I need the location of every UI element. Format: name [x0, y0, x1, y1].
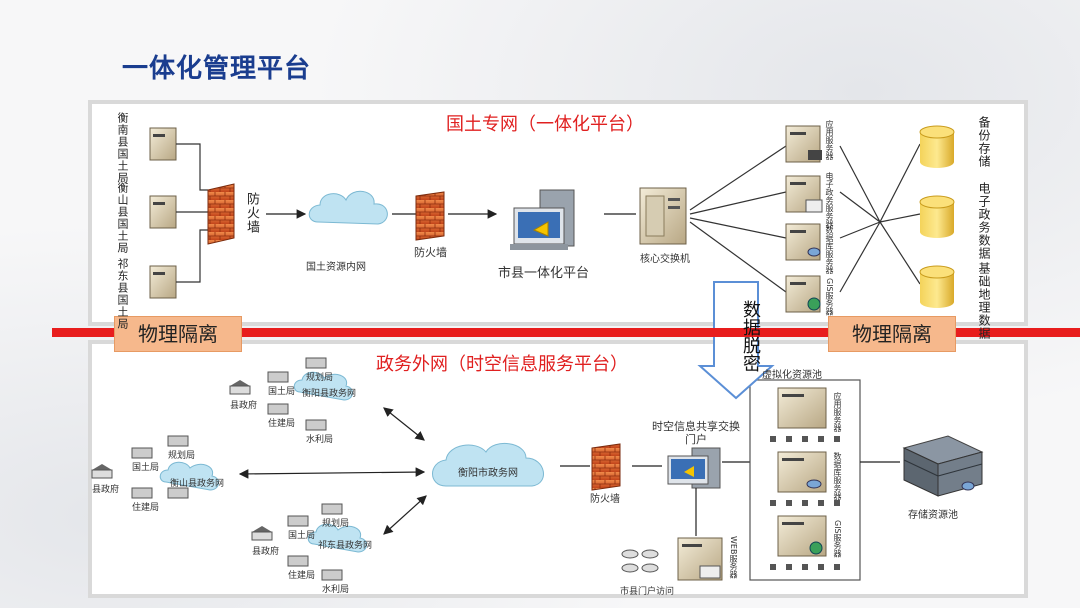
city-gov-cloud-icon [432, 442, 544, 487]
bureau-label-1: 衡南县国土局 [116, 112, 129, 184]
gis-server-icon [785, 275, 821, 313]
cluster-3-icons [251, 503, 367, 581]
county-server-1 [149, 127, 177, 161]
gov-network-title: 政务外网（时空信息服务平台） [376, 354, 628, 375]
cluster-3-item-1: 国土局 [288, 531, 316, 541]
web-server-label: WEB服务器 [729, 536, 738, 579]
cluster-2-item-1: 国土局 [132, 463, 160, 473]
portal-label: 时空信息共享交换门户 [652, 420, 740, 446]
cluster-1-item-3: 住建局 [268, 419, 296, 429]
city-gov-net-label: 衡阳市政务网 [458, 468, 518, 479]
server-label-gis: GIS服务器 [825, 278, 834, 316]
user-devices-icon [621, 549, 659, 573]
land-intranet-label: 国土资源内网 [306, 262, 366, 273]
server-label-app: 应用服务器 [825, 120, 834, 160]
cluster-1-main: 县政府 [230, 401, 258, 411]
cluster-2-item-2: 规划局 [168, 451, 196, 461]
bureau-label-3: 祁东县国土局 [116, 258, 129, 330]
page-title: 一体化管理平台 [122, 54, 312, 84]
storage-label-backup: 备份存储 [977, 116, 991, 168]
land-intranet-cloud-icon [308, 190, 388, 225]
cluster-1-item-1: 国土局 [268, 387, 296, 397]
cluster-2-main: 县政府 [92, 485, 120, 495]
bureau-label-2: 衡山县国土局 [116, 182, 129, 254]
server-label-db: 数据库服务器 [825, 226, 834, 274]
land-network-title: 国土专网（一体化平台） [446, 114, 644, 135]
pool-server-label-db: 数据库服务器 [833, 452, 842, 500]
storage-label-egov: 电子政务数据 [977, 182, 991, 260]
egov-data-storage-icon [919, 195, 955, 238]
web-server-icon [677, 537, 723, 581]
platform-label: 市县一体化平台 [498, 266, 590, 281]
firewall-bottom-icon [591, 443, 621, 491]
firewall-1-label: 防火墙 [244, 192, 259, 234]
desensitize-label: 数据脱密 [740, 300, 761, 372]
cluster-3-main: 县政府 [252, 547, 280, 557]
county-server-3 [149, 265, 177, 299]
firewall-1-icon [207, 183, 235, 245]
cluster-2-item-3: 住建局 [132, 503, 160, 513]
cluster-3-net: 祁东县政务网 [318, 541, 373, 551]
pool-gis-server-icon [770, 515, 840, 570]
core-switch-label: 核心交换机 [640, 254, 690, 265]
cluster-3-item-4: 水利局 [322, 585, 350, 595]
storage-pool-label: 存储资源池 [908, 510, 958, 521]
cluster-1-item-4: 水利局 [306, 435, 334, 445]
storage-pool-icon [902, 435, 984, 497]
firewall-bottom-label: 防火墙 [590, 494, 620, 505]
cluster-2-icons [91, 435, 219, 499]
app-server-icon [785, 125, 822, 163]
firewall-2-icon [415, 191, 445, 241]
cluster-3-item-2: 规划局 [322, 519, 350, 529]
county-server-2 [149, 195, 177, 229]
cluster-2-net: 衡山县政务网 [170, 479, 225, 489]
firewall-2-label: 防火墙 [414, 246, 447, 259]
geo-data-storage-icon [919, 265, 955, 308]
core-switch-icon [639, 187, 687, 245]
cluster-3-item-3: 住建局 [288, 571, 316, 581]
portal-computer-icon [667, 447, 721, 489]
desensitize-arrow-icon [697, 281, 775, 400]
cluster-1-item-2: 规划局 [306, 373, 334, 383]
resource-pool-label: 虚拟化资源池 [762, 370, 822, 381]
pool-db-server-icon [770, 451, 840, 506]
platform-computer-icon [510, 189, 575, 250]
backup-storage-icon [919, 125, 955, 168]
pool-server-label-gis: GIS服务器 [833, 520, 842, 558]
isolation-label-left: 物理隔离 [114, 316, 242, 352]
isolation-label-right: 物理隔离 [828, 316, 956, 352]
pool-server-label-app: 应用服务器 [833, 392, 842, 432]
pool-app-server-icon [770, 387, 840, 442]
land-network-panel [88, 100, 1028, 326]
cluster-1-icons [229, 357, 353, 431]
portal-access-label: 市县门户访问 [620, 587, 675, 597]
storage-label-geo: 基础地理数据 [977, 262, 991, 340]
server-label-egov: 电子政务服务器 [825, 172, 834, 228]
egov-server-icon [785, 175, 823, 213]
db-server-icon [785, 223, 821, 261]
cluster-1-net: 衡阳县政务网 [302, 389, 357, 399]
physical-isolation-line [52, 328, 1080, 337]
